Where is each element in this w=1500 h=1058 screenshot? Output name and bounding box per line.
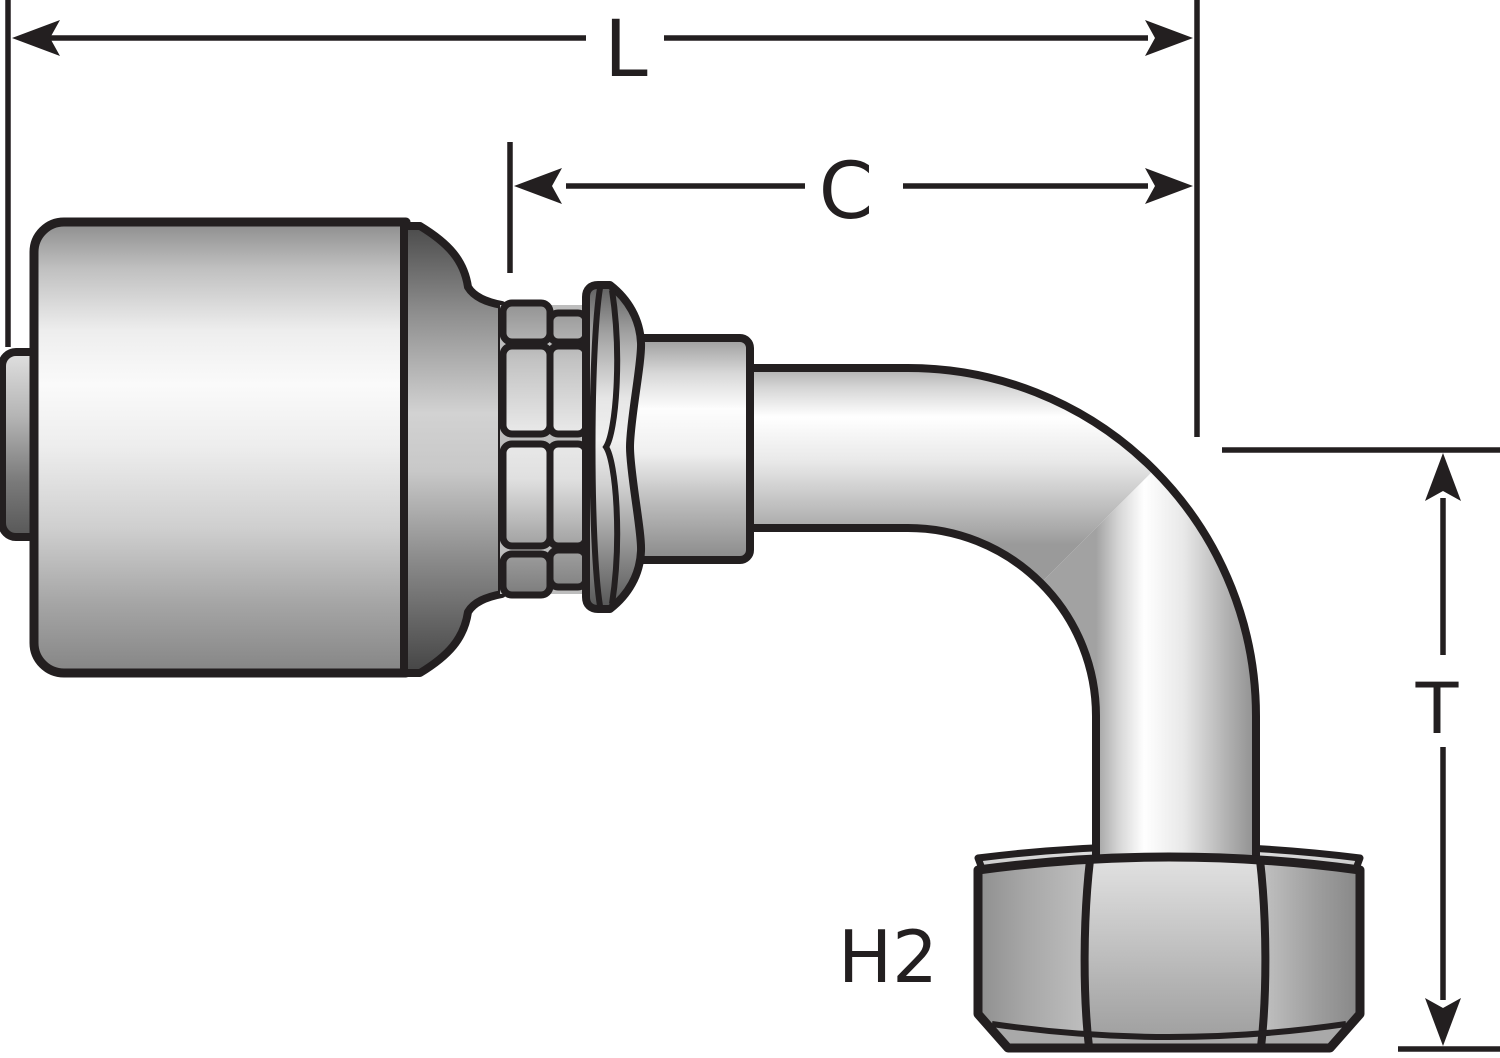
- collar-facet: [546, 342, 590, 438]
- tube-horizontal-run: [748, 368, 1154, 583]
- hose-fitting-illustration: [0, 217, 1365, 1053]
- arrow-up-icon: [1425, 453, 1461, 501]
- shell-end-cone: [400, 222, 506, 677]
- dimension-C: C: [507, 142, 1193, 273]
- collar-facet: [499, 299, 554, 346]
- collar-column-2: [546, 309, 590, 591]
- arrow-left-icon: [514, 168, 562, 204]
- collar-facet: [499, 440, 554, 550]
- part-label-H2: H2: [838, 915, 938, 999]
- collar-facet: [546, 309, 590, 346]
- hex-nut-outline: [973, 852, 1365, 1053]
- collar-facet: [499, 342, 554, 438]
- collar-column-1: [499, 299, 554, 599]
- dim-label-L: L: [604, 5, 648, 95]
- swivel-nut-side-view: [582, 281, 646, 613]
- hex-nut-facet-edge-left: [1080, 859, 1094, 1048]
- tube-outline: [748, 364, 1260, 880]
- swivel-nut-facet-line: [602, 289, 621, 605]
- dimension-annotations: L C T H2: [5, 0, 1500, 1052]
- hex-nut-left-facet: [980, 860, 1090, 1046]
- dim-label-C: C: [819, 147, 873, 237]
- collar-facet: [499, 550, 554, 599]
- hex-nut-facet-edge-right: [1256, 859, 1270, 1048]
- hex-nut-bottom-edge-line: [991, 1021, 1347, 1040]
- dimension-T: T: [1222, 447, 1500, 1052]
- arrow-right-icon: [1145, 20, 1193, 56]
- collar-facet: [546, 440, 590, 550]
- arrow-left-icon: [12, 20, 60, 56]
- arrow-right-icon: [1145, 168, 1193, 204]
- hex-nut-bottom-chamfer: [992, 1024, 1346, 1048]
- dim-label-T: T: [1415, 668, 1459, 750]
- arrow-down-icon: [1425, 998, 1461, 1046]
- crimp-shell: [29, 217, 411, 678]
- collar-facet: [546, 546, 590, 591]
- swivel-nut-facet-line: [589, 287, 603, 607]
- hex-nut-right-facet: [1260, 860, 1358, 1046]
- tube-vertical-run: [1041, 470, 1256, 905]
- dimension-L: L: [5, 0, 1200, 437]
